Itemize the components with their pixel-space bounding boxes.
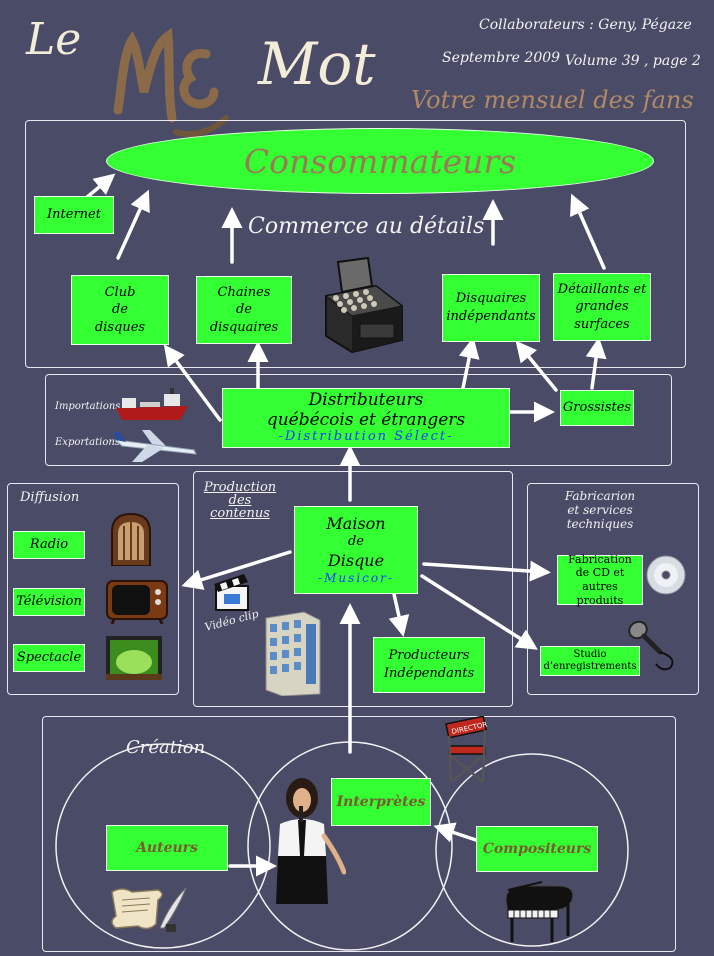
singer-icon xyxy=(272,776,346,904)
masthead-le: Le xyxy=(26,14,82,65)
performers-box: Interprètes xyxy=(331,778,431,826)
manufacturing-title: Fabricarion et services techniques xyxy=(556,489,644,531)
distributors-box: Distributeurs québécois et étrangers -Di… xyxy=(222,388,510,448)
production-title-line-2: des xyxy=(228,493,252,508)
internet-label: Internet xyxy=(47,207,101,223)
independents-line-1: Disquaires xyxy=(455,291,527,307)
authors-label: Auteurs xyxy=(136,839,198,856)
distributors-line-2: québécois et étrangers xyxy=(266,409,466,430)
cash-register-icon xyxy=(316,256,412,354)
big-retail-box: Détaillants et grandes surfaces xyxy=(553,273,651,341)
big-retail-line-2: grandes xyxy=(575,299,629,315)
radio-icon xyxy=(110,512,152,566)
microphone-icon xyxy=(626,618,684,672)
cd-line-2: de CD et xyxy=(575,566,625,580)
ship-icon xyxy=(114,388,190,422)
label-musicor: -Musicor- xyxy=(318,570,394,585)
cd-box: Fabrication de CD et autres produits xyxy=(557,552,643,607)
television-icon xyxy=(106,580,168,624)
independents-box: Disquaires indépendants xyxy=(442,274,540,342)
composers-box: Compositeurs xyxy=(476,826,598,872)
studio-box: Studio d’enregistrements xyxy=(540,646,640,676)
club-line-1: Club xyxy=(104,284,136,300)
diffusion-title: Diffusion xyxy=(20,490,80,505)
producers-box: Producteurs Indépendants xyxy=(373,637,485,693)
chains-line-3: disquaires xyxy=(209,319,279,335)
piano-icon xyxy=(502,880,578,944)
cd-line-3: autres produits xyxy=(576,580,624,607)
scroll-quill-icon xyxy=(108,884,188,934)
internet-box: Internet xyxy=(34,196,114,234)
club-line-3: disques xyxy=(94,319,146,335)
director-chair-icon: DIRECTOR xyxy=(437,716,495,784)
club-box: Club de disques xyxy=(71,275,169,345)
authors-circle xyxy=(55,743,271,949)
collaborators: Collaborateurs : Geny, Pégaze xyxy=(479,17,692,33)
creation-frame xyxy=(42,716,676,952)
production-title-line-1: Production xyxy=(203,480,277,495)
wholesalers-label: Grossistes xyxy=(562,400,632,416)
big-retail-line-3: surfaces xyxy=(574,316,630,332)
show-box: Spectacle xyxy=(13,644,85,672)
distributor-select: -Distribution Sélect- xyxy=(278,429,454,445)
club-line-2: de xyxy=(111,302,128,318)
big-retail-line-1: Détaillants et xyxy=(557,281,647,297)
radio-label: Radio xyxy=(29,537,69,553)
manufacturing-frame xyxy=(527,483,699,695)
producers-line-2: Indépendants xyxy=(383,666,475,681)
composers-label: Compositeurs xyxy=(482,840,592,857)
manufacturing-title-line-1: Fabricarion xyxy=(564,489,636,503)
airplane-icon xyxy=(112,428,198,464)
diffusion-frame xyxy=(7,483,179,695)
consumers-ellipse: Consommateurs xyxy=(106,128,654,194)
imports-label: Importations xyxy=(55,401,121,412)
independents-line-2: indépendants xyxy=(446,309,536,324)
distributors-line-1: Distributeurs xyxy=(308,389,424,410)
clapperboard-icon xyxy=(212,572,252,614)
issue-date: Septembre 2009 xyxy=(442,50,561,66)
exports-label: Exportations xyxy=(55,437,120,448)
composers-circle xyxy=(435,753,629,947)
stage-icon xyxy=(106,636,162,680)
radio-box: Radio xyxy=(13,531,85,559)
retail-frame xyxy=(25,120,686,368)
cd-line-1: Fabrication xyxy=(568,552,632,566)
label-line-1: Maison xyxy=(326,514,386,534)
chains-box: Chaines de disquaires xyxy=(196,276,292,344)
tagline: Votre mensuel des fans xyxy=(411,86,694,114)
retail-heading: Commerce au détails xyxy=(248,214,485,239)
masthead-mot: Mot xyxy=(258,30,376,98)
performers-label: Interprètes xyxy=(336,793,426,810)
chains-line-1: Chaines xyxy=(217,284,271,300)
studio-line-1: Studio xyxy=(573,649,607,660)
wholesalers-box: Grossistes xyxy=(560,390,634,426)
studio-line-2: d’enregistrements xyxy=(543,661,637,672)
manufacturing-title-line-2: et services xyxy=(567,502,633,517)
label-box: Maison de Disque -Musicor- xyxy=(294,506,418,594)
producers-line-1: Producteurs xyxy=(388,648,470,664)
production-title: Production des contenus xyxy=(202,481,278,520)
tv-box: Télévision xyxy=(13,588,85,616)
label-line-3: Disque xyxy=(327,550,385,570)
manufacturing-title-line-3: techniques xyxy=(566,516,634,531)
tv-label: Télévision xyxy=(16,594,82,610)
label-line-2: de xyxy=(347,534,364,550)
office-building-icon xyxy=(264,610,322,696)
creation-title: Création xyxy=(126,737,206,758)
issue-volume: Volume 39 , page 2 xyxy=(565,53,701,69)
authors-box: Auteurs xyxy=(106,825,228,871)
cd-icon xyxy=(645,554,687,596)
show-label: Spectacle xyxy=(16,650,82,666)
consumers-label: Consommateurs xyxy=(243,141,517,181)
production-title-line-3: contenus xyxy=(210,506,270,521)
chains-line-2: de xyxy=(235,302,252,318)
